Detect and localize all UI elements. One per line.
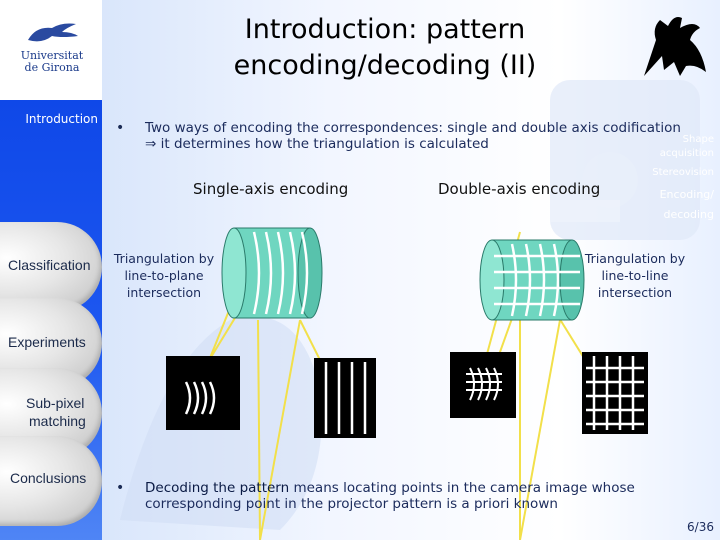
page-number: 6/36 <box>687 520 714 534</box>
bullet-2-line-1: Decoding the pattern means locating poin… <box>145 480 715 496</box>
camera-image-double <box>450 352 516 418</box>
bullet-2-rest: means locating points in the camera imag… <box>289 480 635 496</box>
camera-image-single <box>166 356 240 430</box>
bullet-2-line-2: corresponding point in the projector pat… <box>145 496 715 512</box>
single-axis-cylinder <box>222 228 322 318</box>
bullet-2-text: Decoding the pattern means locating poin… <box>145 480 715 512</box>
projector-pattern-double <box>582 352 648 434</box>
projector-pattern-single <box>314 358 376 438</box>
bullet-2-bold: Decoding the pattern <box>145 480 289 496</box>
double-axis-cylinder <box>480 240 584 320</box>
bullet-marker-2: • <box>116 480 124 496</box>
